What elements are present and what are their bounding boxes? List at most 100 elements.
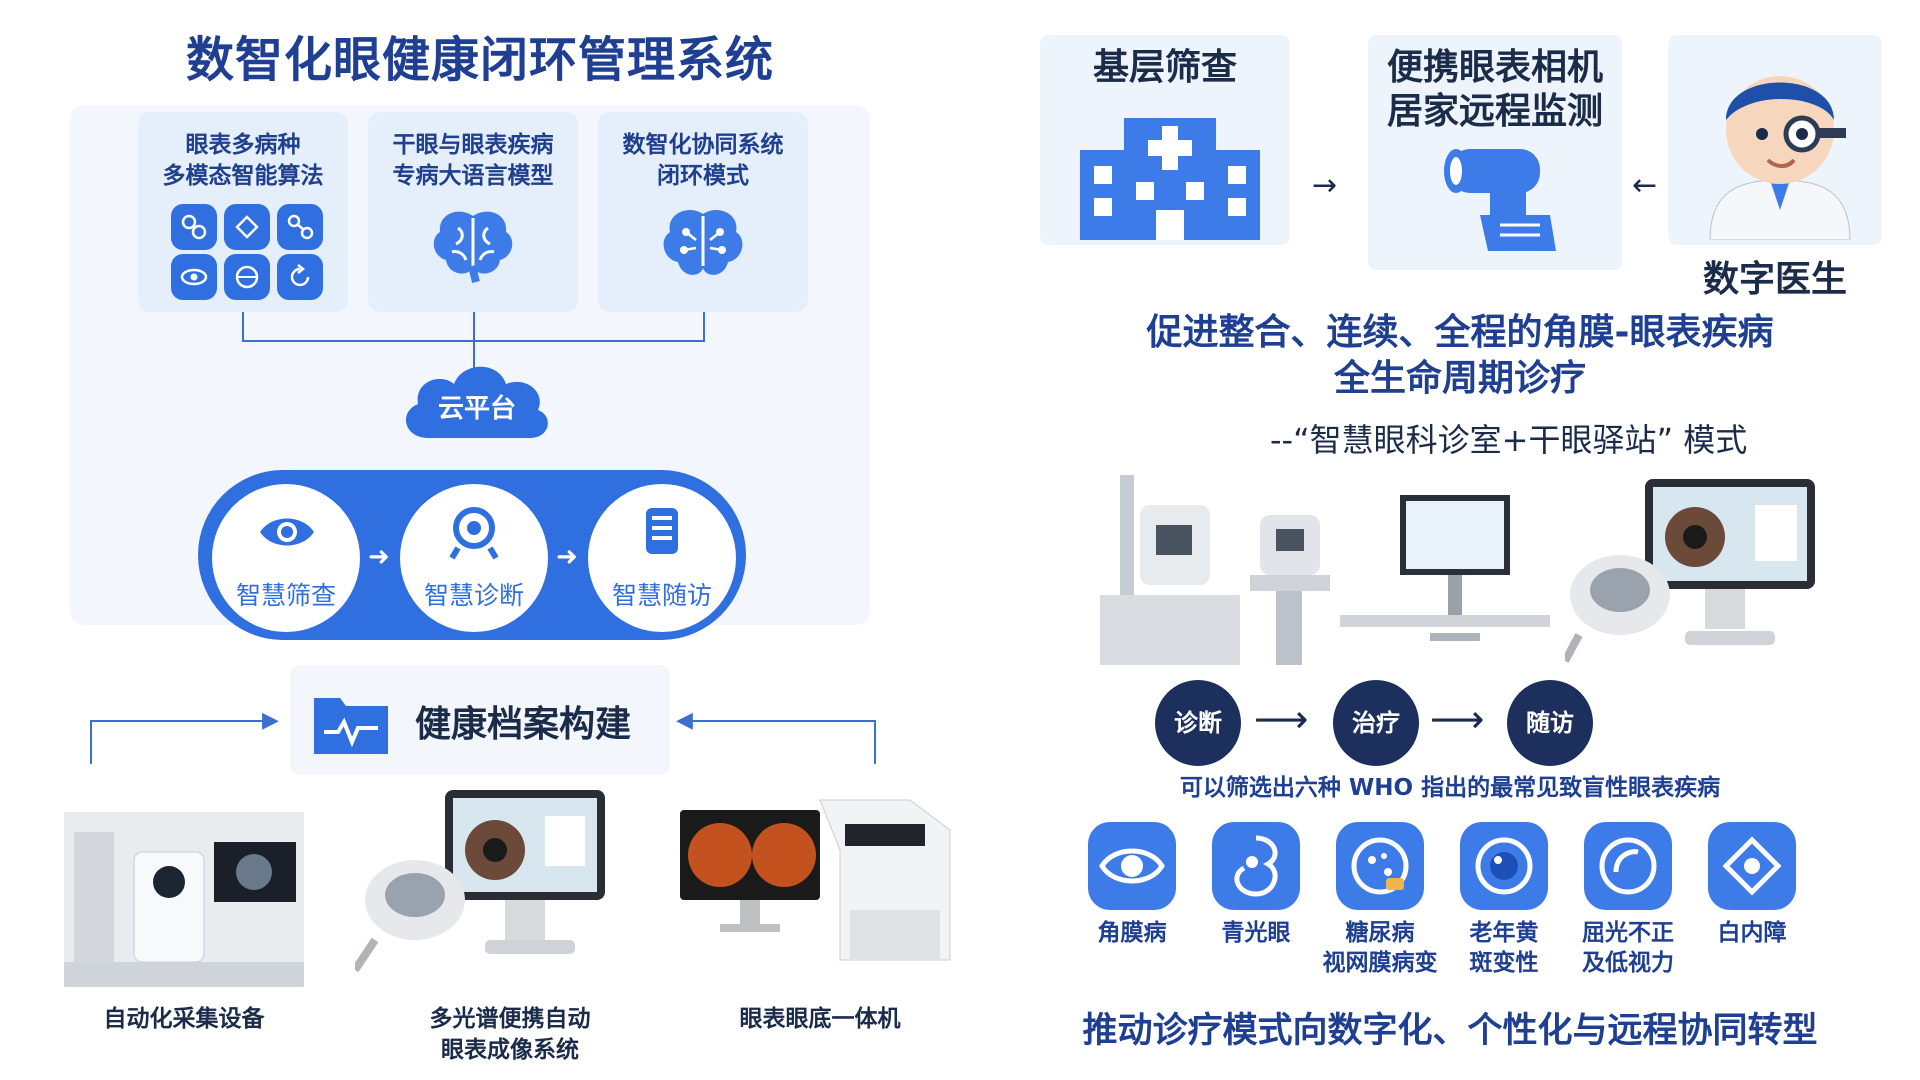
eye-icon [258, 512, 316, 556]
step-treatment: 治疗 [1333, 680, 1419, 766]
brain-icon [428, 204, 518, 288]
scanner-icon [448, 504, 500, 564]
disease-label-line1: 青光眼 [1221, 920, 1291, 946]
disease-label: 青光眼 [1192, 918, 1320, 948]
disease-label: 角膜病 [1068, 918, 1196, 948]
flow-step-followup: 智慧随访 [588, 484, 736, 632]
phone-icon [644, 506, 680, 560]
arrow-right-icon: ➜ [556, 542, 578, 572]
doctor-avatar [1690, 40, 1870, 244]
connector-line [874, 720, 876, 764]
cataract-icon [1708, 822, 1796, 910]
primary-screening-label: 基层筛查 [1092, 47, 1237, 88]
head-scan-icon [224, 254, 270, 300]
multispectral-imaging-system-image [351, 780, 615, 980]
hospital-icon [1080, 110, 1260, 244]
card-label-line1: 数智化协同系统 [622, 132, 784, 158]
disease-label-line1: 老年黄 [1469, 920, 1539, 946]
cloud-icon [398, 358, 554, 444]
disease-label: 糖尿病视网膜病变 [1302, 918, 1458, 978]
organoid-icon [171, 204, 217, 250]
main-title: 数智化眼健康闭环管理系统 [185, 32, 774, 88]
arrow-right-icon: → [1312, 168, 1338, 203]
connector-line [90, 720, 270, 722]
arrow-right-icon: ⟶ [1430, 697, 1485, 741]
digital-doctor-label: 数字医生 [1702, 259, 1847, 300]
step-followup: 随访 [1507, 680, 1593, 766]
card-label-line1: 干眼与眼表疾病 [392, 132, 554, 158]
connector-line [703, 312, 705, 342]
connector-line [90, 720, 92, 764]
step-diagnosis: 诊断 [1155, 680, 1241, 766]
disease-label-line1: 糖尿病 [1345, 920, 1415, 946]
refractive-error-icon [1584, 822, 1672, 910]
portable-camera-line2: 居家远程监测 [1386, 91, 1603, 132]
card-label: 数智化协同系统 闭环模式 [598, 130, 808, 192]
disease-label-line1: 白内障 [1717, 920, 1787, 946]
arrow-right-icon: ➜ [368, 542, 390, 572]
portable-camera-line1: 便携眼表相机 [1386, 47, 1603, 88]
card-label-line2: 专病大语言模型 [392, 163, 554, 189]
card-language-model: 干眼与眼表疾病 专病大语言模型 [368, 112, 578, 312]
headline-line2: 全生命周期诊疗 [1333, 358, 1586, 399]
device-label: 自动化采集设备 [64, 1004, 304, 1035]
device-label: 多光谱便携自动 眼表成像系统 [380, 1004, 640, 1066]
card-label-line2: 多模态智能算法 [162, 163, 324, 189]
arrow-left-icon: ◀ [676, 708, 693, 733]
card-label-line1: 眼表多病种 [185, 132, 301, 158]
ocular-fundus-device-image [680, 790, 960, 980]
disease-label: 白内障 [1688, 918, 1816, 948]
footer-slogan: 推动诊疗模式向数字化、个性化与远程协同转型 [1082, 1011, 1818, 1051]
cornea-disease-icon [1088, 822, 1176, 910]
disease-label: 屈光不正及低视力 [1558, 918, 1698, 978]
arrow-right-icon: ⟶ [1254, 697, 1309, 741]
headline-line1: 促进整合、连续、全程的角膜-眼表疾病 [1146, 312, 1774, 353]
device-label-line1: 眼表眼底一体机 [739, 1006, 901, 1032]
network-icon [224, 204, 270, 250]
disease-label-line2: 及低视力 [1582, 950, 1674, 976]
auto-acquisition-device-image [64, 812, 304, 987]
disease-label-line1: 屈光不正 [1582, 920, 1674, 946]
card-multimodal-algorithm: 眼表多病种 多模态智能算法 [138, 112, 348, 312]
card-label: 眼表多病种 多模态智能算法 [138, 130, 348, 192]
device-label: 眼表眼底一体机 [700, 1004, 940, 1035]
who-disease-caption: 可以筛选出六种 WHO 指出的最常见致盲性眼表疾病 [1179, 775, 1721, 801]
integration-headline: 促进整合、连续、全程的角膜-眼表疾病 全生命周期诊疗 [1030, 310, 1890, 402]
tablet-imaging-device-image [1561, 475, 1825, 665]
disease-label-line2: 视网膜病变 [1322, 950, 1438, 976]
flow-step-screening: 智慧筛查 [212, 484, 360, 632]
circuit-brain-icon [658, 204, 748, 288]
clinic-equipment-image [1100, 475, 1550, 665]
disease-label-line2: 斑变性 [1469, 950, 1539, 976]
disease-label-line1: 角膜病 [1097, 920, 1167, 946]
folder-icon [310, 688, 392, 762]
handheld-camera-icon [1440, 145, 1570, 259]
flow-label: 智慧筛查 [235, 581, 336, 610]
flow-step-diagnosis: 智慧诊断 [400, 484, 548, 632]
card-collaborative-system: 数智化协同系统 闭环模式 [598, 112, 808, 312]
portable-camera-label: 便携眼表相机 居家远程监测 [1368, 46, 1622, 134]
device-label-line2: 眼表成像系统 [441, 1037, 579, 1063]
device-label-line1: 自动化采集设备 [103, 1006, 265, 1032]
connector-line [690, 720, 874, 722]
arrow-right-icon: ▶ [262, 708, 279, 733]
device-label-line1: 多光谱便携自动 [429, 1006, 591, 1032]
card-label-line2: 闭环模式 [657, 163, 749, 189]
health-archive-label: 健康档案构建 [415, 704, 632, 745]
card-label: 干眼与眼表疾病 专病大语言模型 [368, 130, 578, 192]
connector-line [473, 312, 475, 372]
refresh-icon [277, 254, 323, 300]
eye-scan-icon [171, 254, 217, 300]
macular-degeneration-icon [1460, 822, 1548, 910]
cloud-platform-label: 云平台 [437, 394, 516, 424]
connector-line [242, 312, 244, 342]
connector-line [242, 340, 705, 342]
flow-label: 智慧诊断 [423, 581, 524, 610]
diabetic-retinopathy-icon [1336, 822, 1424, 910]
mode-caption: --“智慧眼科诊室+干眼驿站” 模式 [1270, 421, 1748, 459]
arrow-left-icon: ← [1632, 168, 1658, 203]
disease-label: 老年黄斑变性 [1440, 918, 1568, 978]
glaucoma-icon [1212, 822, 1300, 910]
molecule-icon [277, 204, 323, 250]
flow-label: 智慧随访 [611, 581, 712, 610]
